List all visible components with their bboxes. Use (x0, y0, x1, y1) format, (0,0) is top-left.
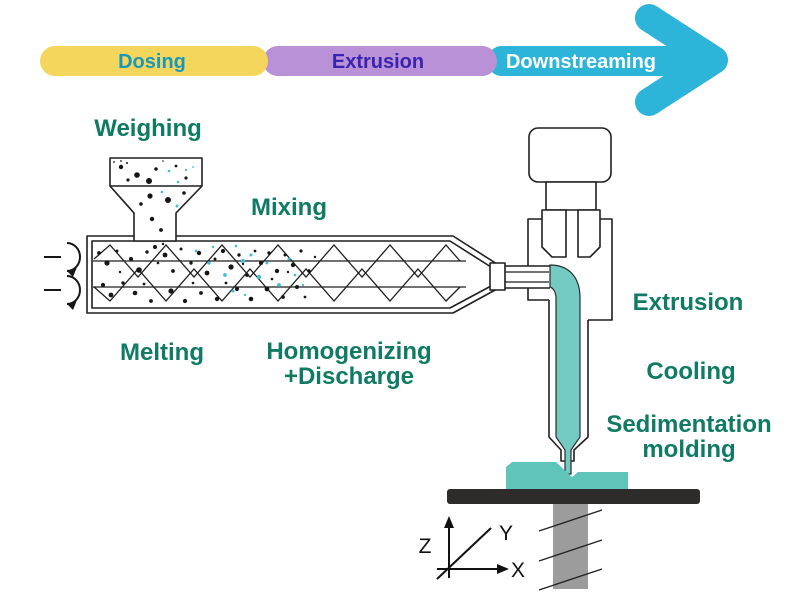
print-head-shaft (545, 181, 597, 211)
coordinate-axes: Z Y X (419, 516, 525, 582)
hopper-dots-teal (160, 166, 194, 208)
z-axis-arrowhead (444, 516, 454, 528)
x-axis-label: X (511, 559, 525, 582)
label-melting: Melting (120, 339, 204, 366)
tube-inner-lines (505, 271, 549, 283)
banner-label-extrusion: Extrusion (332, 51, 424, 73)
material-dots-teal (159, 166, 305, 297)
print-head-body (527, 218, 613, 321)
z-axis-label: Z (419, 535, 432, 558)
transfer-tube (489, 262, 550, 291)
print-head-motor (528, 127, 612, 183)
y-axis-label: Y (499, 522, 513, 545)
hopper-dots (113, 160, 188, 232)
banner-arrow-head (635, 4, 728, 116)
label-sedimentation-line1: Sedimentation (606, 411, 771, 438)
label-cooling: Cooling (646, 358, 735, 385)
print-head (527, 127, 613, 475)
build-platform-assembly (447, 462, 700, 591)
label-homogenizing-line2: +Discharge (284, 363, 414, 390)
extruder-barrel (86, 235, 498, 314)
tube-outer-lines (505, 265, 550, 289)
y-axis-line (436, 527, 492, 580)
label-homogenizing-line1: Homogenizing (266, 338, 431, 365)
collar-left (541, 209, 567, 258)
barrel-outer-wall (86, 235, 498, 314)
rotation-arrow-bottom (44, 275, 81, 310)
screw-top-zigzag (93, 244, 461, 278)
platform (447, 489, 700, 504)
x-axis-arrowhead (497, 564, 509, 574)
feed-hopper (109, 157, 203, 242)
label-sedimentation-line2: molding (642, 436, 735, 463)
tube-connector (489, 262, 506, 291)
hopper-outline (109, 157, 203, 242)
collar-right (577, 209, 601, 258)
banner-label-dosing: Dosing (118, 51, 186, 73)
banner-segment-downstreaming (487, 46, 690, 76)
rotation-arrows (44, 242, 81, 310)
post-thread-hatching (538, 509, 603, 591)
banner-segment-dosing (40, 46, 268, 76)
stage-labels: Weighing Mixing Melting Homogenizing +Di… (94, 115, 771, 463)
process-banner: Dosing Extrusion Downstreaming (40, 4, 728, 116)
rotation-arrow-top (44, 242, 81, 277)
label-extrusion: Extrusion (633, 289, 744, 316)
label-weighing: Weighing (94, 115, 202, 142)
label-mixing: Mixing (251, 194, 327, 221)
screw-bottom-zigzag (93, 268, 461, 302)
banner-label-downstreaming: Downstreaming (506, 51, 656, 73)
banner-segment-extrusion (263, 46, 497, 76)
deposited-material (506, 462, 628, 489)
